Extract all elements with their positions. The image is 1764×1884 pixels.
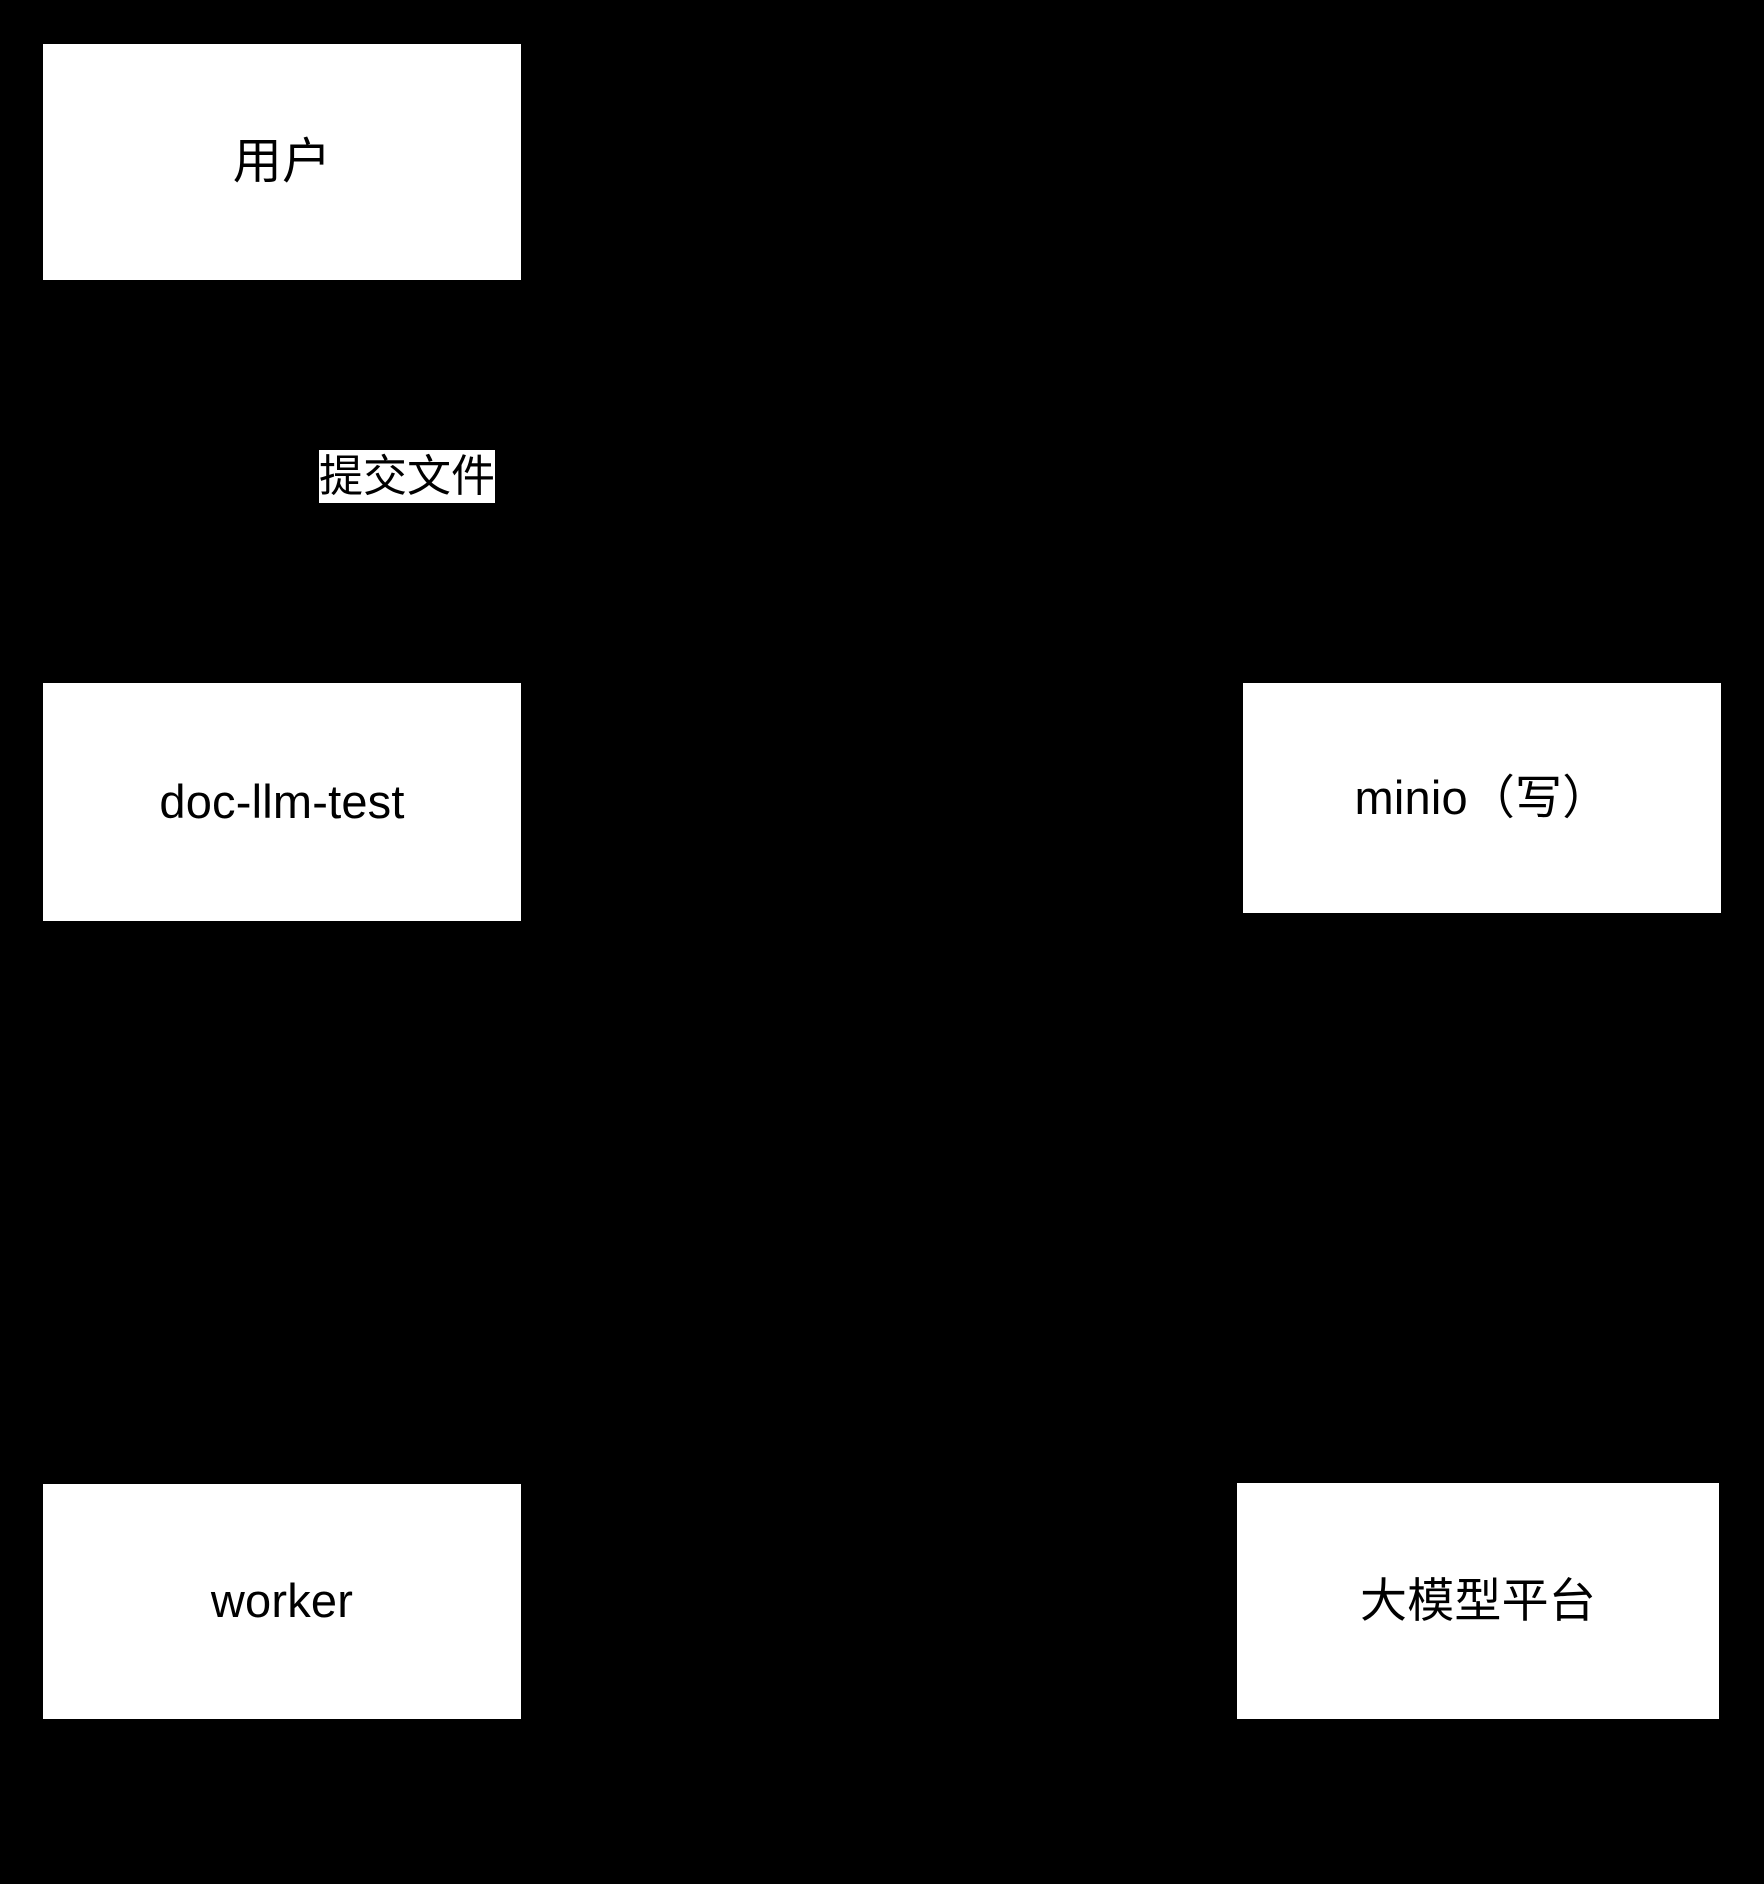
participant-box-minio[interactable]: minio（写）	[1243, 683, 1721, 913]
participant-label-user: 用户	[232, 134, 332, 189]
participant-box-doc-llm-test[interactable]: doc-llm-test	[43, 683, 521, 921]
participant-label-doc-llm-test: doc-llm-test	[159, 774, 405, 828]
participant-label-worker: worker	[210, 1574, 354, 1628]
message-label-text: 提交文件	[319, 451, 495, 501]
participant-box-user[interactable]: 用户	[43, 44, 521, 280]
participant-label-llm-platform: 大模型平台	[1360, 1573, 1596, 1627]
participant-box-llm-platform[interactable]: 大模型平台	[1237, 1483, 1719, 1719]
participant-label-minio: minio（写）	[1354, 770, 1610, 824]
participant-box-worker[interactable]: worker	[43, 1484, 521, 1719]
message-label-submit-file: 提交文件	[319, 450, 495, 503]
